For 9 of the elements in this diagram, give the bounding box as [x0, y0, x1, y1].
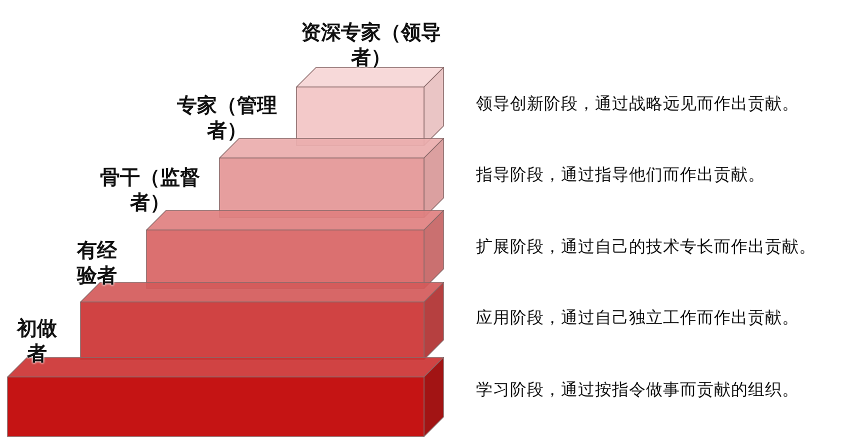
step-label: 骨干（监督者） [99, 165, 201, 215]
stage-description: 领导创新阶段，通过战略远见而作出贡献。 [476, 93, 799, 115]
stage-description: 学习阶段，通过按指令做事而贡献的组织。 [476, 379, 799, 401]
step-label: 有经验者 [76, 238, 118, 288]
step-label: 资深专家（领导者） [300, 20, 442, 70]
step-label: 专家（管理者） [176, 93, 278, 143]
stage-description: 扩展阶段，通过自己的技术专长而作出贡献。 [476, 236, 816, 258]
stage-description: 指导阶段，通过指导他们而作出贡献。 [476, 164, 765, 186]
stage-description: 应用阶段，通过自己独立工作而作出贡献。 [476, 307, 799, 329]
